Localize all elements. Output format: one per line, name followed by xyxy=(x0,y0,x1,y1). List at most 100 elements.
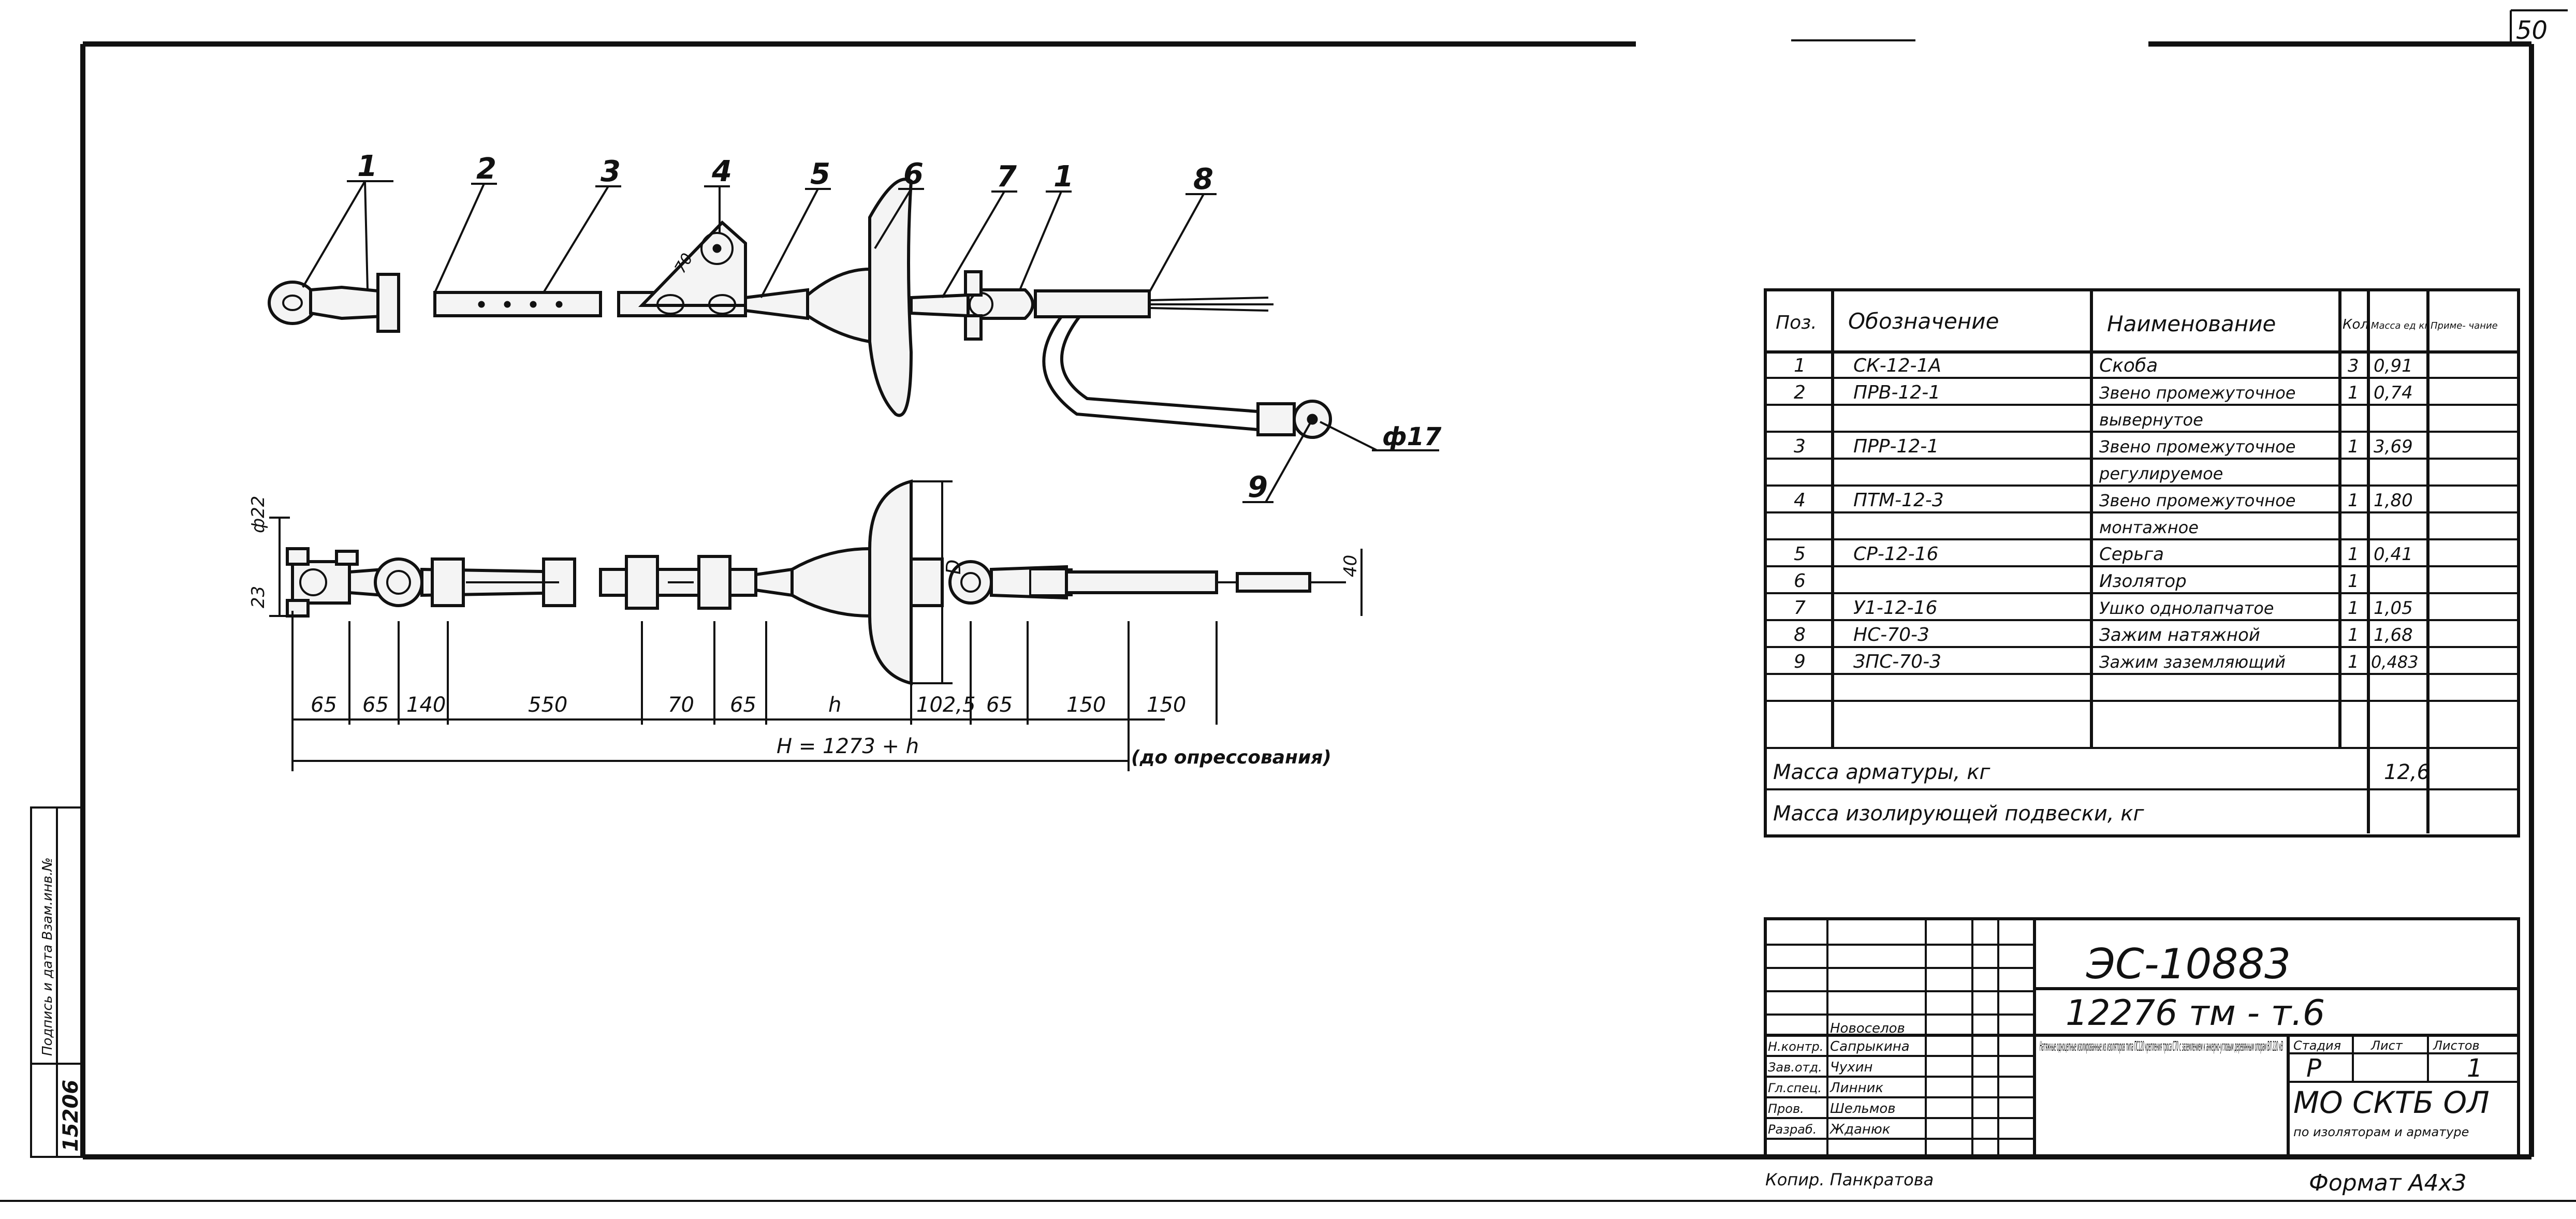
dim-h: h xyxy=(828,693,841,717)
organization: МО СКТБ ОЛ xyxy=(2293,1085,2490,1120)
drawing-description: Натяжные одноцепные изолированные из изо… xyxy=(2040,1039,2283,1054)
dim-total: H = 1273 + h xyxy=(777,735,919,758)
name-2: Чухин xyxy=(1830,1060,1873,1075)
name-5: Жданюк xyxy=(1829,1122,1891,1137)
name-1: Сапрыкина xyxy=(1830,1039,1910,1054)
spec-row-8-code: НС-70-3 xyxy=(1853,624,1929,645)
spec-row: регулируемое xyxy=(2099,464,2223,483)
top-name: Новоселов xyxy=(1830,1021,1905,1036)
spec-row-2-code: ПРВ-12-1 xyxy=(1853,382,1940,403)
spec-row-7-mass: 1,05 xyxy=(2374,598,2413,619)
spec-header-name: Наименование xyxy=(2107,311,2276,336)
dia17-label: ф17 xyxy=(1382,422,1442,451)
callout-4: 4 xyxy=(711,155,732,188)
spec-row-9-pos: 9 xyxy=(1794,651,1806,672)
role-3: Гл.спец. xyxy=(1768,1081,1822,1095)
dim-40-label: 40 xyxy=(1340,555,1361,577)
spec-row-8-pos: 8 xyxy=(1794,624,1806,645)
spec-row-7-pos: 7 xyxy=(1794,597,1806,619)
before-pressing-note: (до опрессования) xyxy=(1131,747,1331,768)
stage-label: Стадия xyxy=(2293,1038,2341,1053)
callout-1b: 1 xyxy=(1053,160,1074,194)
dim-150b: 150 xyxy=(1147,693,1186,717)
mass-insulated-label: Масса изолирующей подвески, кг xyxy=(1773,802,2144,826)
name-3: Линник xyxy=(1829,1080,1883,1096)
spec-row: 4 ПТМ-12-3 Звено промежуточное 1 1,80 xyxy=(1794,490,2413,511)
spec-row-1-code: СК-12-1А xyxy=(1853,355,1941,376)
spec-row-3-pos: 3 xyxy=(1794,436,1806,457)
sheets-value: 1 xyxy=(2467,1054,2483,1083)
spec-row-8-name: Зажим натяжной xyxy=(2099,625,2260,645)
callout-7: 7 xyxy=(997,160,1017,194)
callout-5: 5 xyxy=(810,157,830,191)
spec-row-9-code: ЗПС-70-3 xyxy=(1853,651,1941,672)
spec-row-2-mass: 0,74 xyxy=(2374,383,2413,403)
spec-row-9-name: Зажим заземляющий xyxy=(2099,652,2286,672)
spec-row-7-qty: 1 xyxy=(2348,598,2359,619)
spec-row-6-pos: 6 xyxy=(1794,570,1806,592)
callout-9: 9 xyxy=(1248,471,1268,504)
spec-row-8-qty: 1 xyxy=(2348,625,2359,645)
dia22-label: ф22 xyxy=(248,496,269,533)
sheet-format: Формат А4х3 xyxy=(2309,1170,2467,1196)
dim-140: 140 xyxy=(406,693,446,717)
dim-23-label: 23 xyxy=(248,586,269,608)
spec-row-5-mass: 0,41 xyxy=(2374,544,2413,565)
spec-row: 1 СК-12-1А Скоба 3 0,91 xyxy=(1794,355,2413,376)
dim-102-5: 102,5 xyxy=(916,693,976,717)
spec-row-1-mass: 0,91 xyxy=(2374,356,2413,376)
dim-150a: 150 xyxy=(1066,693,1106,717)
drawing-subcode: 12276 тм - т.6 xyxy=(2066,993,2325,1034)
spec-row-3-name: Звено промежуточное xyxy=(2099,437,2295,457)
spec-row: 9 ЗПС-70-3 Зажим заземляющий 1 0,483 xyxy=(1794,651,2419,672)
spec-header-mass: Масса ед кг xyxy=(2371,320,2429,331)
spec-row-7-code: У1-12-16 xyxy=(1853,597,1937,619)
spec-row-2-pos: 2 xyxy=(1794,382,1806,403)
title-block-text: ЭС-10883 12276 тм - т.6 Натяжные одноцеп… xyxy=(1765,940,2490,1196)
callout-2: 2 xyxy=(476,152,496,186)
spec-header-designation: Обозначение xyxy=(1848,309,1999,334)
spec-row-4-name: Звено промежуточное xyxy=(2099,491,2295,510)
role-2: Зав.отд. xyxy=(1768,1060,1822,1075)
spec-row-4-qty: 1 xyxy=(2348,490,2359,511)
dim-70: 70 xyxy=(668,693,694,717)
side-stamp-text: Подпись и дата Взам.инв.№ xyxy=(40,857,55,1056)
spec-row: 6 Изолятор 1 xyxy=(1794,570,2359,592)
callout-1: 1 xyxy=(357,150,377,183)
callout-3: 3 xyxy=(601,155,621,188)
spec-row-8-mass: 1,68 xyxy=(2374,625,2413,645)
sheet-label: Лист xyxy=(2370,1038,2403,1053)
dim-65b: 65 xyxy=(362,693,389,717)
spec-row-4-pos: 4 xyxy=(1794,490,1806,511)
spec-row: 3 ПРР-12-1 Звено промежуточное 1 3,69 xyxy=(1794,436,2413,457)
spec-row-9-qty: 1 xyxy=(2348,652,2359,672)
copied-by: Копир. Панкратова xyxy=(1765,1170,1934,1189)
stage-value: Р xyxy=(2306,1054,2321,1083)
dim-550: 550 xyxy=(528,693,567,717)
spec-row-2b-name: вывернутое xyxy=(2099,410,2203,430)
spec-header-qty: Кол xyxy=(2343,317,2369,332)
side-stamp xyxy=(30,806,84,1158)
role-5: Разраб. xyxy=(1768,1122,1817,1137)
spec-row: 2 ПРВ-12-1 Звено промежуточное 1 0,74 xyxy=(1794,382,2413,403)
spec-row-2-qty: 1 xyxy=(2348,383,2359,403)
spec-row-2-name: Звено промежуточное xyxy=(2099,383,2295,403)
dim-65a: 65 xyxy=(311,693,337,717)
role-1: Н.контр. xyxy=(1768,1039,1823,1054)
spec-row-4-code: ПТМ-12-3 xyxy=(1853,490,1944,511)
spec-headers: Поз. Обозначение Наименование Кол Масса … xyxy=(1776,309,2498,336)
spec-row: монтажное xyxy=(2099,518,2199,537)
spec-row-5-code: СР-12-16 xyxy=(1853,544,1938,565)
spec-rows: 1 СК-12-1А Скоба 3 0,91 2 ПРВ-12-1 Звено… xyxy=(1773,355,2430,826)
callout-8: 8 xyxy=(1193,163,1213,196)
spec-row: 7 У1-12-16 Ушко однолапчатое 1 1,05 xyxy=(1794,597,2413,619)
spec-row-5-qty: 1 xyxy=(2348,544,2359,565)
callout-6: 6 xyxy=(903,157,924,191)
spec-row-1-name: Скоба xyxy=(2099,355,2158,376)
spec-header-pos: Поз. xyxy=(1776,312,1817,333)
spec-row-3b-name: регулируемое xyxy=(2099,464,2223,483)
spec-row: 8 НС-70-3 Зажим натяжной 1 1,68 xyxy=(1794,624,2413,645)
page-number: 50 xyxy=(2516,16,2548,45)
spec-row: 5 СР-12-16 Серьга 1 0,41 xyxy=(1794,544,2413,565)
spec-row-1-pos: 1 xyxy=(1794,355,1806,376)
